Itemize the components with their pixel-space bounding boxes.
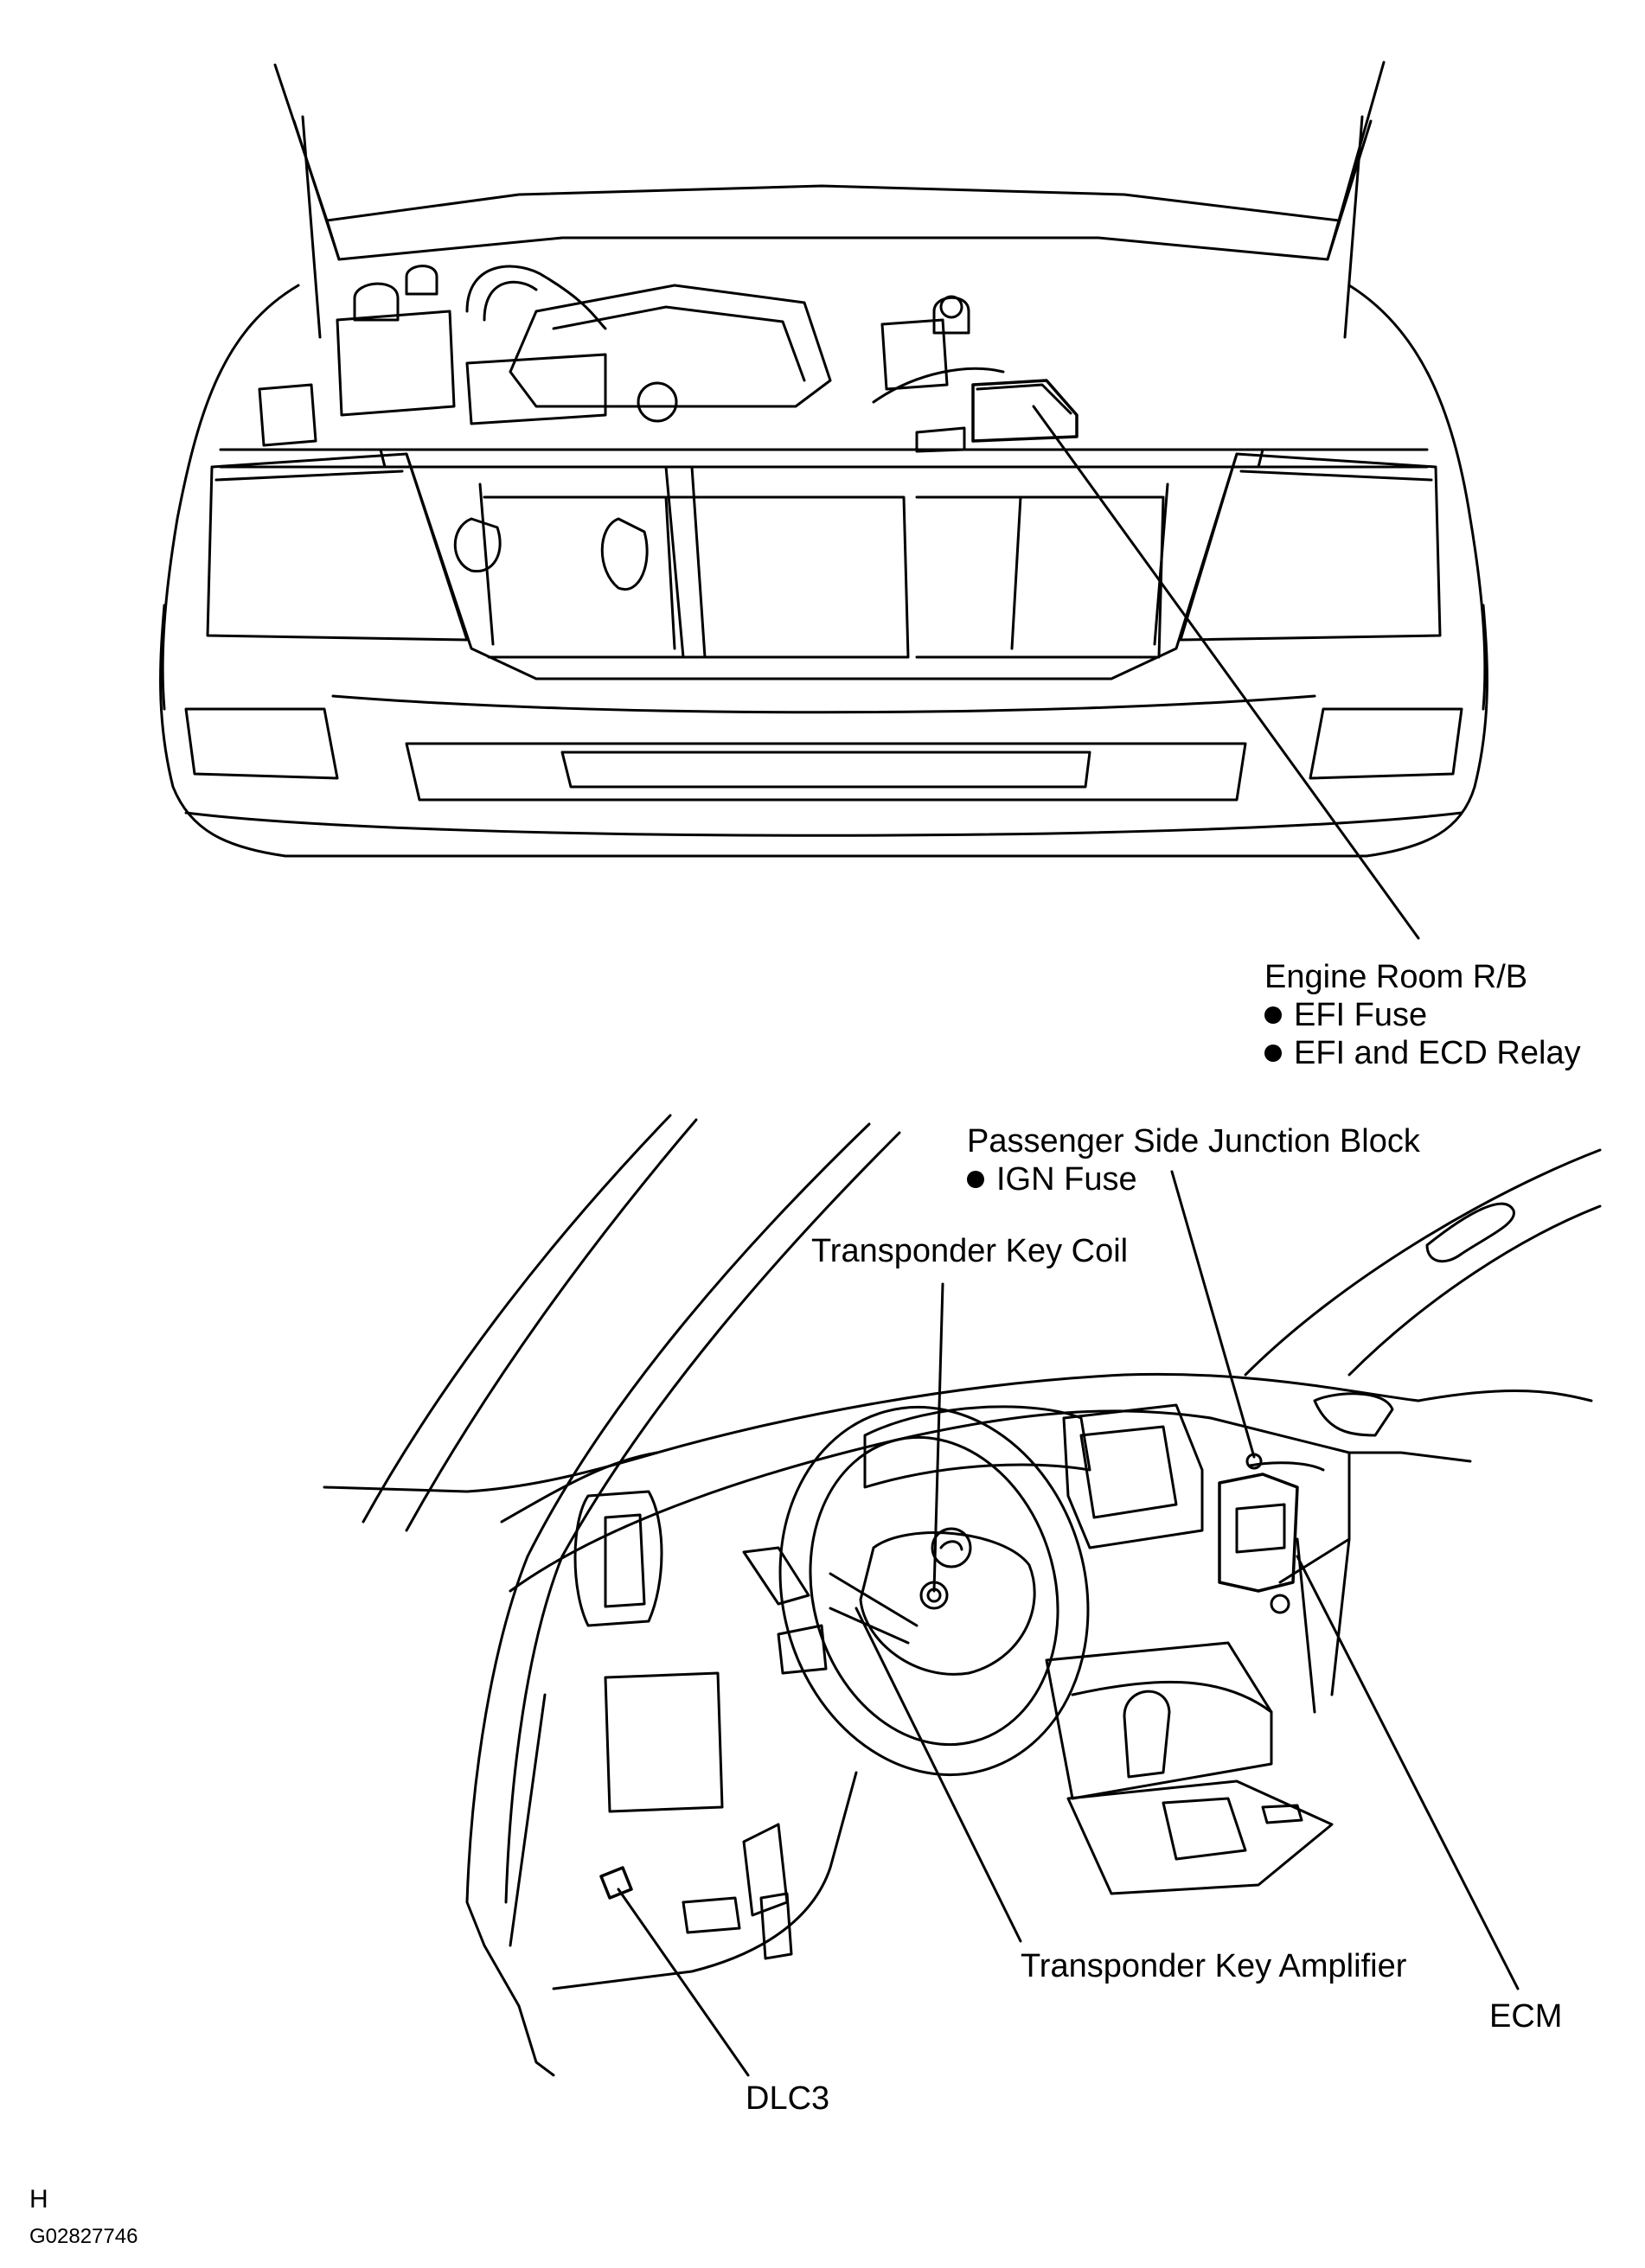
label-transponder-key-amplifier: Transponder Key Amplifier [1021,1948,1407,1984]
bullet-icon [1264,1006,1282,1024]
label-junction-block-item: IGN Fuse [967,1160,1420,1198]
label-engine-room-rb: Engine Room R/B EFI Fuse EFI and ECD Rel… [1264,958,1581,1072]
label-ecm: ECM [1489,1998,1563,2035]
leader-line-ecm [1296,1555,1520,1990]
revision-mark: H [29,2185,48,2214]
vehicle-front-drawing [159,61,1488,858]
leader-lines-dashboard [617,1170,1520,2077]
leader-line-junction-block [1170,1170,1256,1459]
label-engine-room-title: Engine Room R/B [1264,959,1528,995]
leader-line-engine-room [1032,405,1420,940]
leader-line-key-amplifier [855,1607,1022,1943]
label-dlc3: DLC3 [746,2080,830,2117]
dashboard-drawing [323,1114,1602,2077]
leader-line-key-coil [932,1282,944,1593]
figure-code: G02827746 [29,2225,138,2248]
label-transponder-key-coil: Transponder Key Coil [811,1233,1129,1269]
bullet-icon [1264,1045,1282,1062]
bullet-icon [967,1171,984,1188]
label-passenger-junction-block: Passenger Side Junction Block IGN Fuse [967,1122,1420,1198]
leader-line-dlc3 [617,1888,750,2077]
label-junction-block-title: Passenger Side Junction Block [967,1123,1420,1160]
label-engine-room-item: EFI Fuse [1264,996,1581,1034]
label-engine-room-item: EFI and ECD Relay [1264,1034,1581,1072]
